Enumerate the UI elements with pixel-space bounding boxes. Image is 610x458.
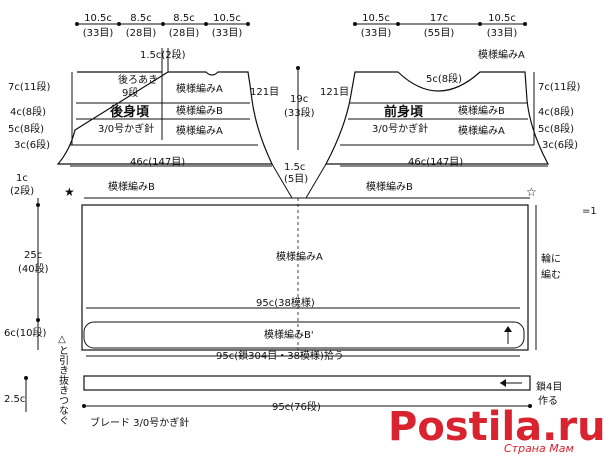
- front-width-1: 10.5c: [362, 13, 390, 24]
- back-rows-2: (28目): [126, 28, 157, 39]
- yoke-pattern-b-left: 模様編みB: [108, 180, 155, 193]
- yoke-width-95: 95c(38模様): [256, 296, 315, 309]
- yoke-panel: ★ ☆ 模様編みB 模様編みB 模様編みA 95c(38模様) 模様編みB' 9…: [64, 180, 561, 362]
- braid-panel: 鎖4目 作る 95c(76段) ブレード 3/0号かぎ針: [82, 375, 562, 429]
- yoke-pattern-b-right: 模様編みB: [366, 180, 413, 193]
- front-needle: 3/0号かぎ針: [372, 122, 428, 135]
- front-pattern-a2: 模様編みA: [458, 124, 505, 137]
- center-gap-2: (5目): [284, 174, 308, 185]
- back-needle: 3/0号かぎ針: [98, 122, 154, 135]
- left-dim-2: 25c: [24, 250, 42, 261]
- front-width-2: 17c: [430, 13, 448, 24]
- back-rows-4: (33目): [212, 28, 243, 39]
- back-width-3: 8.5c: [173, 13, 194, 24]
- front-panel: 10.5c 17c 10.5c (33目) (55目) (33目) 模様編みA …: [320, 13, 580, 168]
- front-rows-2: (55目): [424, 28, 455, 39]
- star-mark-right: ☆: [526, 185, 537, 199]
- back-rows-3: (28目): [169, 28, 200, 39]
- front-dim-3: 5c(8段): [538, 122, 574, 135]
- yoke-round-2: 編む: [541, 268, 561, 281]
- back-dim-4: 3c(6段): [14, 138, 50, 151]
- back-slit-gap: 1.5c(2段): [140, 48, 186, 61]
- yoke-pattern-b-prime: 模様編みB': [264, 328, 314, 341]
- front-bottom-width: 46c(147目): [408, 157, 463, 168]
- back-width-2: 8.5c: [130, 13, 151, 24]
- left-dim-3: 6c(10段): [4, 326, 46, 339]
- back-width-1: 10.5c: [84, 13, 112, 24]
- front-dim-1: 7c(11段): [538, 80, 580, 93]
- back-title: 後身頃: [110, 104, 150, 120]
- left-dim-1: 1c: [16, 173, 28, 184]
- back-slit-note-2: 9段: [122, 86, 138, 99]
- left-dim-1b: (2段): [10, 184, 34, 197]
- join-note: △と引き抜きつなぐ: [57, 334, 69, 425]
- front-rows-1: (33目): [361, 28, 392, 39]
- front-rows-3: (33目): [487, 28, 518, 39]
- back-stitch-count: 121目: [250, 87, 279, 98]
- back-slit-note-1: 後ろあき: [118, 73, 158, 86]
- watermark-main: Postila.ru: [388, 404, 606, 450]
- braid-chain-1: 鎖4目: [536, 380, 562, 393]
- star-mark-left: ★: [64, 185, 75, 199]
- front-title: 前身頃: [384, 104, 424, 120]
- center-markers: 19c (33段) 1.5c (5目): [271, 66, 327, 199]
- center-dim-2: (33段): [284, 106, 315, 119]
- front-stitch-count: 121目: [320, 87, 349, 98]
- back-dim-3: 5c(8段): [8, 122, 44, 135]
- braid-width: 95c(76段): [272, 400, 321, 413]
- braid-chain-2: 作る: [538, 395, 558, 407]
- back-dim-1: 7c(11段): [8, 80, 50, 93]
- back-dim-2: 4c(8段): [10, 105, 46, 118]
- yoke-pickup: 95c(鎖304目・38模様)拾う: [216, 349, 344, 362]
- front-top-pattern: 模様編みA: [478, 48, 525, 61]
- back-bottom-width: 46c(147目): [130, 157, 185, 168]
- back-panel: 10.5c 8.5c 8.5c 10.5c (33目) (28目) (28目) …: [8, 13, 279, 168]
- left-dim-2b: (40段): [18, 262, 49, 275]
- front-width-3: 10.5c: [488, 13, 516, 24]
- back-rows-1: (33目): [83, 28, 114, 39]
- center-dim-1: 19c: [290, 94, 308, 105]
- back-pattern-b: 模様編みB: [176, 104, 223, 117]
- front-pattern-b: 模様編みB: [458, 104, 505, 117]
- watermark: Postila.ru Страна Мам: [388, 404, 606, 455]
- front-dim-2: 4c(8段): [538, 105, 574, 118]
- back-width-4: 10.5c: [213, 13, 241, 24]
- front-neck-depth: 5c(8段): [426, 72, 462, 85]
- braid-label: ブレード 3/0号かぎ針: [90, 416, 189, 429]
- yoke-pattern-a: 模様編みA: [276, 250, 323, 263]
- center-gap-1: 1.5c: [284, 162, 305, 173]
- right-edge-note: =1: [582, 206, 597, 217]
- back-pattern-a1: 模様編みA: [176, 82, 223, 95]
- back-pattern-a2: 模様編みA: [176, 124, 223, 137]
- watermark-sub: Страна Мам: [504, 442, 574, 455]
- yoke-round-1: 輪に: [541, 252, 561, 265]
- front-dim-4: 3c(6段): [542, 138, 578, 151]
- left-dimensions: 1c (2段) 25c (40段) 6c(10段) 2.5c △と引き抜きつなぐ: [4, 173, 69, 425]
- left-dim-4: 2.5c: [4, 394, 25, 405]
